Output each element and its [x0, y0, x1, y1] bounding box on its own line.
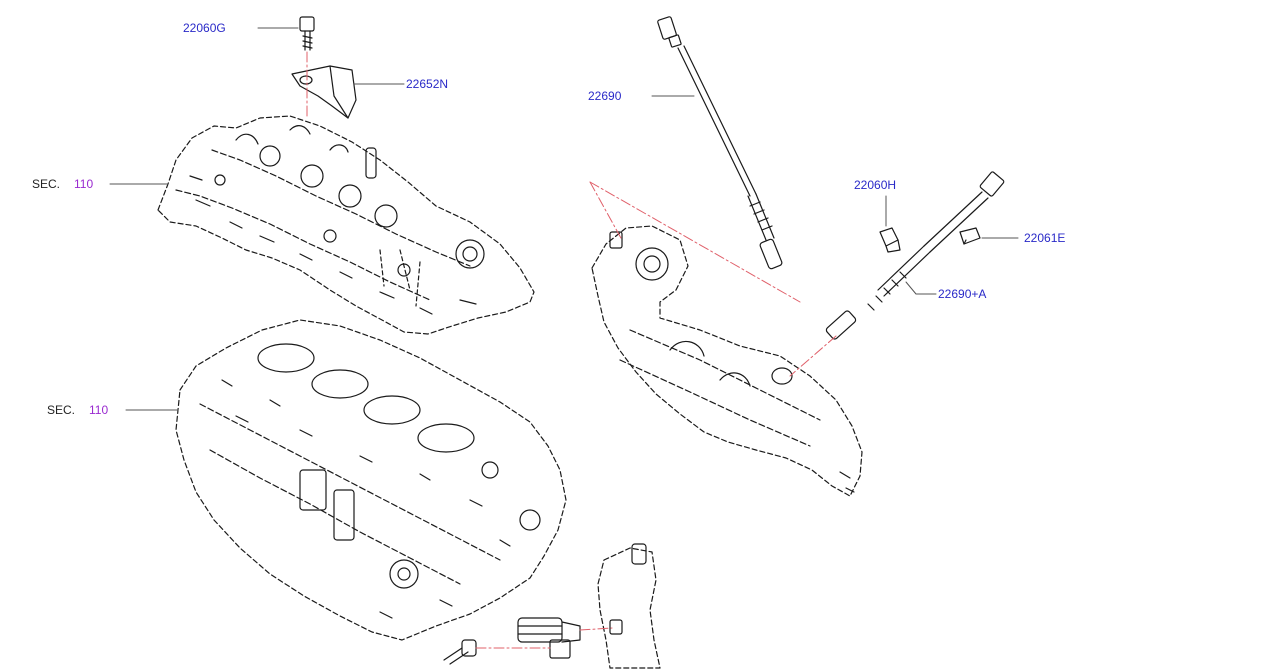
section-ref-label: SEC. — [32, 177, 61, 191]
knock-sensor — [517, 617, 581, 659]
clip-22060h — [879, 227, 901, 253]
part-label-22690[interactable]: 22690 — [588, 89, 622, 103]
bolt-22060g — [299, 16, 315, 51]
bracket-22061e — [959, 227, 981, 245]
phantom-lines — [306, 51, 837, 649]
section-ref-number[interactable]: 110 — [89, 403, 109, 417]
sensor-22652n — [291, 65, 357, 119]
oxygen-sensor-22690 — [657, 16, 783, 270]
oxygen-sensor-22690a — [825, 171, 1005, 340]
part-label-22652n[interactable]: 22652N — [406, 77, 449, 91]
section-ref-cylinder-head: SEC. 110 — [32, 177, 93, 191]
part-label-22060h[interactable]: 22060H — [854, 178, 897, 192]
water-outlet — [597, 543, 661, 669]
leader-lines — [109, 27, 1019, 411]
cylinder-block — [175, 319, 567, 641]
section-ref-label: SEC. — [47, 403, 76, 417]
exhaust-manifold — [591, 225, 863, 497]
part-label-22061e[interactable]: 22061E — [1024, 231, 1066, 245]
part-label-22060g[interactable]: 22060G — [183, 21, 226, 35]
section-ref-cylinder-block: SEC. 110 — [47, 403, 108, 417]
bolt-lower — [443, 639, 477, 665]
section-ref-number[interactable]: 110 — [74, 177, 94, 191]
part-label-22690a[interactable]: 22690+A — [938, 287, 987, 301]
cylinder-head — [157, 115, 535, 335]
